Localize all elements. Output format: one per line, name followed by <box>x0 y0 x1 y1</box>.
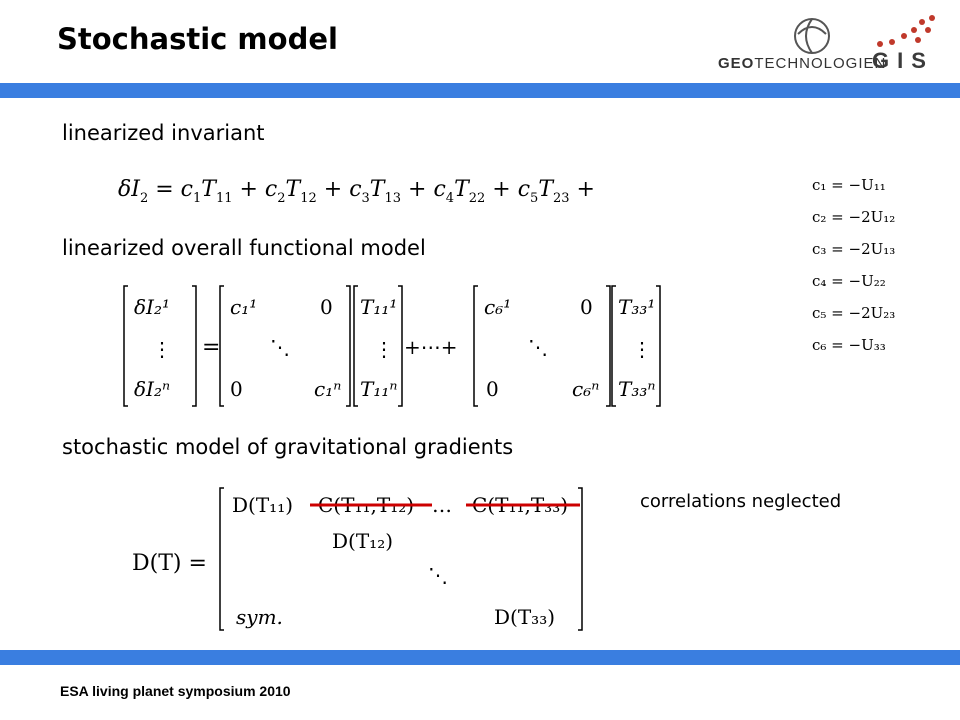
svg-text:⋱: ⋱ <box>270 335 290 359</box>
c6-top-entry: c₆¹ <box>484 295 511 319</box>
d11-entry: D(T₁₁) <box>232 493 293 517</box>
svg-text:⋮: ⋮ <box>632 337 652 361</box>
t33-top-entry: T₃₃¹ <box>618 295 655 319</box>
functional-heading: linearized overall functional model <box>62 236 426 260</box>
page-title: Stochastic model <box>57 22 338 56</box>
geotechnologien-logo: GEOTECHNOLOGIEN <box>718 55 887 72</box>
functional-matrix-equation: δI₂¹ ⋮ δI₂ⁿ = c₁¹ 0 ⋱ 0 c₁ⁿ T₁₁¹ ⋮ T₁₁ⁿ … <box>123 285 661 407</box>
gis-logo: GIS <box>872 48 934 73</box>
svg-text:0: 0 <box>486 377 499 401</box>
coefficient-c2: c₂ = −2U₁₂ <box>812 208 896 226</box>
plus-dots: +⋯+ <box>404 335 458 359</box>
svg-text:⋱: ⋱ <box>428 563 448 587</box>
stochastic-lhs: D(T) = <box>132 551 207 576</box>
c1-bottom-entry: c₁ⁿ <box>314 377 341 401</box>
svg-text:⋮: ⋮ <box>374 337 394 361</box>
svg-text:⋱: ⋱ <box>528 335 548 359</box>
globe-logo-icon <box>794 18 830 54</box>
gis-dots-icon <box>877 15 935 47</box>
t33-bottom-entry: T₃₃ⁿ <box>618 377 655 401</box>
svg-text:=: = <box>202 335 220 360</box>
footer-accent-bar <box>0 650 960 665</box>
svg-text:0: 0 <box>580 295 593 319</box>
footer-text: ESA living planet symposium 2010 <box>60 683 291 699</box>
coefficient-c3: c₃ = −2U₁₃ <box>812 240 896 258</box>
d12-entry: D(T₁₂) <box>332 529 393 553</box>
header-accent-bar <box>0 83 960 98</box>
svg-text:⋮: ⋮ <box>152 337 172 361</box>
svg-text:δI2 = c1T11 + c2T12 + c3T13 +: δI2 = c1T11 + c2T12 + c3T13 + c4T22 + c5… <box>118 177 598 206</box>
d33-entry: D(T₃₃) <box>494 605 555 629</box>
svg-text:0: 0 <box>320 295 333 319</box>
stochastic-heading: stochastic model of gravitational gradie… <box>62 435 514 459</box>
stochastic-matrix-equation: D(T) = D(T₁₁) C(T₁₁,T₁₂) … C(T₁₁,T₃₃) D(… <box>132 487 583 631</box>
correlations-note: correlations neglected <box>640 491 842 512</box>
sym-entry: sym. <box>236 605 283 629</box>
c6-bottom-entry: c₆ⁿ <box>572 377 599 401</box>
invariant-heading: linearized invariant <box>62 121 265 145</box>
t11-bottom-entry: T₁₁ⁿ <box>360 377 397 401</box>
c1-top-entry: c₁¹ <box>230 295 257 319</box>
svg-text:0: 0 <box>230 377 243 401</box>
coefficient-c6: c₆ = −U₃₃ <box>812 336 886 354</box>
lhs-bottom-entry: δI₂ⁿ <box>134 377 170 401</box>
lhs-top-entry: δI₂¹ <box>134 295 170 319</box>
coefficient-c4: c₄ = −U₂₂ <box>812 272 886 290</box>
t11-top-entry: T₁₁¹ <box>360 295 397 319</box>
dots-entry: … <box>432 493 452 517</box>
coefficient-c1: c₁ = −U₁₁ <box>812 176 886 194</box>
coefficient-c5: c₅ = −2U₂₃ <box>812 304 896 322</box>
invariant-equation: δI2 = c1T11 + c2T12 + c3T13 + c4T22 + c5… <box>118 177 598 206</box>
